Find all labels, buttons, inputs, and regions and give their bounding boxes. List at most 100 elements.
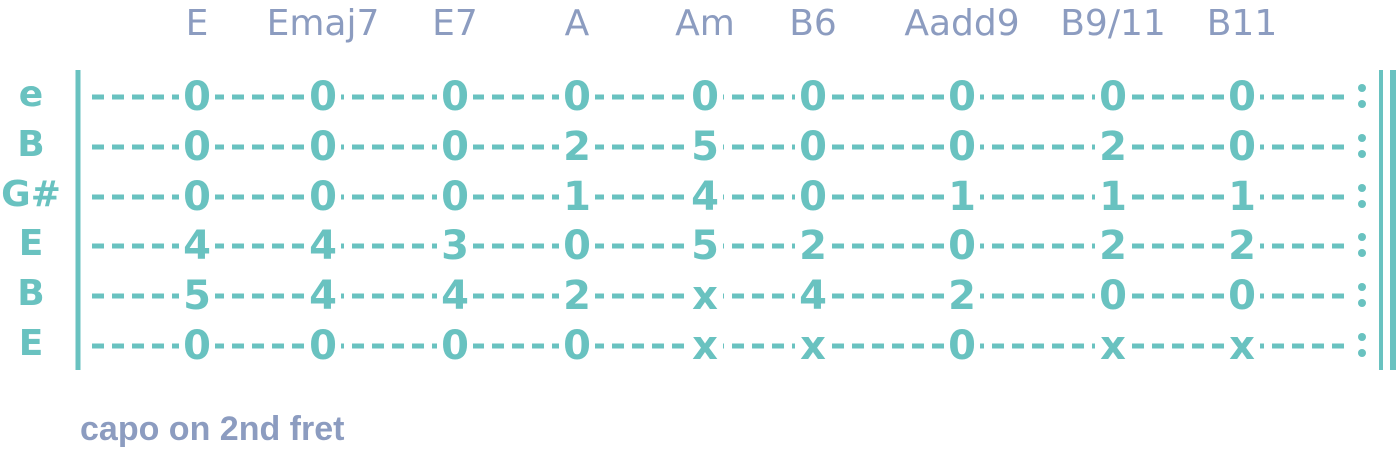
fret-number: 0	[1228, 124, 1256, 170]
chord-label: Emaj7	[267, 3, 380, 44]
fret-number: 0	[948, 223, 976, 269]
fret-gap	[944, 229, 980, 263]
repeat-dot-bottom	[1357, 217, 1367, 227]
fret-number: 0	[441, 323, 469, 369]
row-end-dot	[1358, 100, 1366, 108]
fret-gap	[795, 180, 831, 214]
fret-number: 0	[183, 124, 211, 170]
fret-gap	[179, 279, 215, 313]
fret-gap	[944, 279, 980, 313]
chord-label: E7	[432, 3, 478, 44]
capo-note: capo on 2nd fret	[80, 410, 344, 448]
repeat-dot-top	[1357, 173, 1367, 183]
fret-number: 2	[563, 273, 591, 319]
fret-number: 0	[563, 74, 591, 120]
fret-number: 0	[691, 74, 719, 120]
fret-number: 1	[1099, 174, 1127, 220]
chord-label: Aadd9	[904, 3, 1019, 44]
fret-gap	[305, 329, 341, 363]
fret-gap	[687, 229, 723, 263]
chord-label: B6	[789, 3, 837, 44]
fret-gap	[795, 229, 831, 263]
fret-number: 0	[563, 223, 591, 269]
row-end-dot	[1358, 333, 1366, 341]
fret-gap	[944, 329, 980, 363]
fret-gap	[944, 180, 980, 214]
fret-gap	[1224, 180, 1260, 214]
fret-gap	[1224, 130, 1260, 164]
fret-number: 0	[441, 124, 469, 170]
fret-gap	[437, 279, 473, 313]
string-name: B	[17, 273, 44, 314]
row-end-dot	[1358, 150, 1366, 158]
fret-number: 4	[183, 223, 211, 269]
fret-number: 5	[691, 124, 719, 170]
fret-number: 0	[1228, 74, 1256, 120]
fret-gap	[437, 80, 473, 114]
fret-number: 0	[1099, 273, 1127, 319]
chord-label: B9/11	[1060, 3, 1166, 44]
fret-gap	[1095, 80, 1131, 114]
fret-gap	[1224, 229, 1260, 263]
fret-number: 1	[948, 174, 976, 220]
fret-gap	[437, 329, 473, 363]
fret-number: 4	[309, 273, 337, 319]
fret-number: 2	[1099, 223, 1127, 269]
fret-gap	[179, 180, 215, 214]
fret-gap	[559, 229, 595, 263]
fret-number: 0	[309, 174, 337, 220]
string-name: G#	[1, 174, 61, 215]
fret-gap	[437, 229, 473, 263]
fret-gap	[179, 329, 215, 363]
fret-number: x	[692, 273, 718, 319]
fret-number: 0	[309, 74, 337, 120]
fret-number: 0	[441, 174, 469, 220]
fret-gap	[1095, 180, 1131, 214]
string-name: e	[19, 74, 43, 115]
fret-number: 2	[1099, 124, 1127, 170]
fret-gap	[559, 80, 595, 114]
fret-number: 4	[309, 223, 337, 269]
fret-gap	[305, 279, 341, 313]
fret-number: 2	[948, 273, 976, 319]
fret-number: x	[692, 323, 718, 369]
row-end-dot	[1358, 283, 1366, 291]
fret-number: 0	[309, 323, 337, 369]
fret-number: 4	[691, 174, 719, 220]
fret-number: 2	[799, 223, 827, 269]
fret-gap	[1224, 329, 1260, 363]
fret-number: 5	[183, 273, 211, 319]
fret-number: 1	[563, 174, 591, 220]
fret-gap	[559, 130, 595, 164]
row-end-dot	[1358, 200, 1366, 208]
fret-gap	[559, 180, 595, 214]
fret-gap	[1224, 80, 1260, 114]
chord-label: A	[565, 3, 590, 44]
fret-number: 1	[1228, 174, 1256, 220]
fret-number: 0	[948, 74, 976, 120]
fret-gap	[559, 279, 595, 313]
fret-number: 2	[563, 124, 591, 170]
fret-gap	[437, 130, 473, 164]
fret-gap	[687, 130, 723, 164]
fret-number: 0	[799, 124, 827, 170]
fret-number: 0	[183, 174, 211, 220]
fret-number: x	[1100, 323, 1126, 369]
fret-gap	[305, 180, 341, 214]
fret-gap	[1095, 279, 1131, 313]
fret-gap	[687, 329, 723, 363]
fret-gap	[305, 130, 341, 164]
fret-gap	[305, 229, 341, 263]
fret-gap	[687, 180, 723, 214]
fret-gap	[795, 80, 831, 114]
fret-gap	[1224, 279, 1260, 313]
fret-number: 0	[1228, 273, 1256, 319]
